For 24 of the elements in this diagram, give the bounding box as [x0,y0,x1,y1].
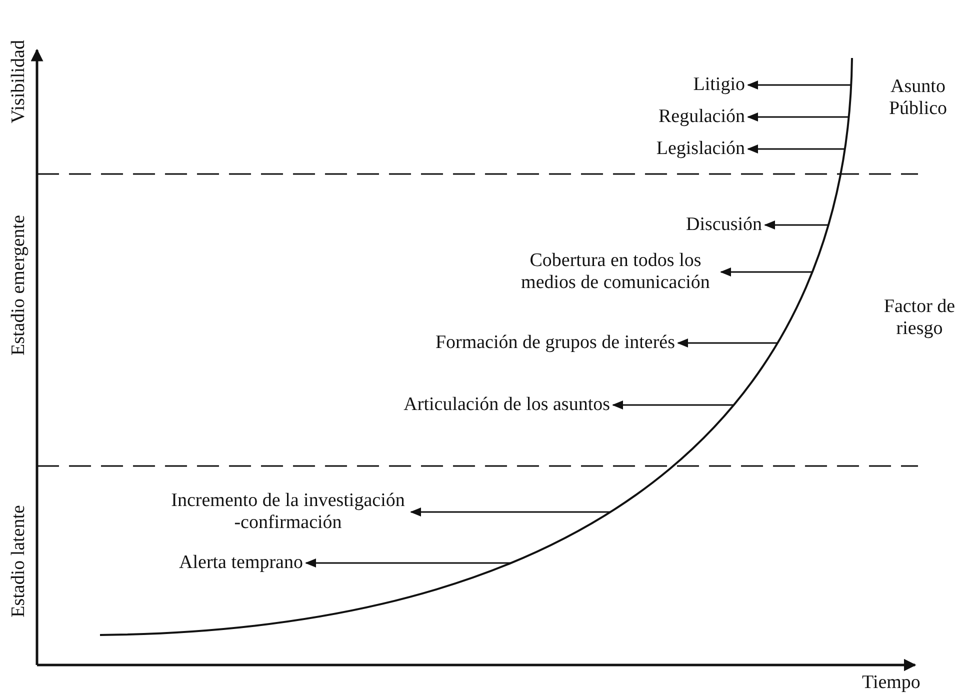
stage-label: Estadio emergente [8,215,30,356]
axis-label: Tiempo [862,672,920,694]
stage-label: Estadio latente [8,505,30,618]
stage-label: Factor de riesgo [882,296,956,340]
stage-event-text: Cobertura en todos los medios de comunicación [513,250,718,294]
stage-event-text: Incremento de la investigación -confirmación [168,490,408,534]
arrow [746,144,845,154]
stage-event-text: Articulación de los asuntos [404,394,610,416]
stage-event-text: Formación de grupos de interés [435,332,675,354]
arrow [746,112,849,122]
stage-label: Asunto Público [888,76,948,120]
arrow [720,268,812,276]
arrow [410,508,610,516]
axis-label: Visibilidad [8,40,30,124]
arrow [612,400,734,410]
arrow [676,338,778,348]
arrow [304,558,512,568]
stage-event-text: Regulación [658,106,745,128]
stage-event-text: Discusión [686,214,762,236]
stage-event-text: Legislación [656,138,745,160]
stage-event-text: Alerta temprano [179,552,303,574]
stage-event-text: Litigio [693,74,745,96]
arrow [764,220,828,230]
arrow [746,80,852,90]
